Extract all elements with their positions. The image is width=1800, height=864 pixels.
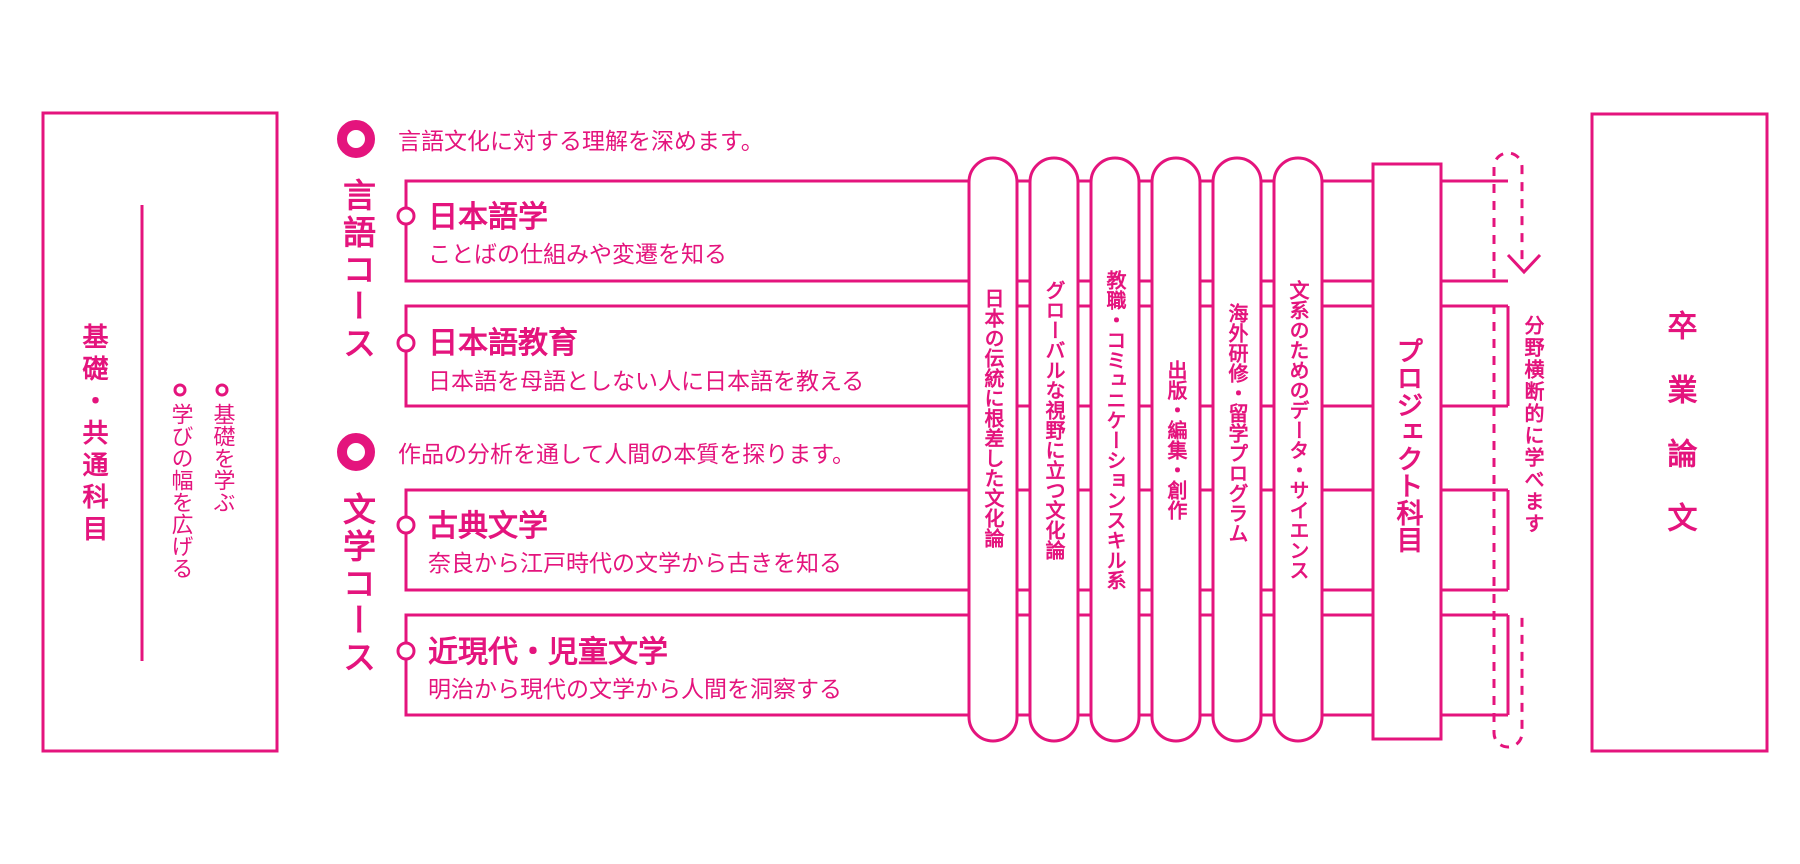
bullet-text: 学びの幅を広げる	[168, 403, 194, 579]
cross-subject-label: 日本の伝統に根差した文化論	[981, 288, 1005, 549]
graduation-label: 卒業論文	[1662, 310, 1698, 566]
subject-box	[404, 613, 975, 717]
subject-box	[404, 488, 975, 592]
basic-subjects-title: 基礎・共通科目	[78, 323, 108, 547]
cross-subject-label: 海外研修・留学プログラム	[1225, 302, 1249, 543]
cross-subject-label: 教職・コミュニケーションスキル系	[1103, 269, 1127, 590]
course-name: 言語コース	[338, 178, 377, 363]
course-marker	[337, 120, 375, 158]
cross-subject-pill	[1028, 156, 1080, 743]
basic-subjects-box	[41, 111, 279, 753]
cross-subject-pill	[1089, 156, 1141, 743]
subject-title: 日本語学	[428, 200, 548, 235]
cross-subject-pill	[967, 156, 1019, 743]
subject-title: 日本語教育	[428, 326, 578, 361]
cross-field-note: 分野横断的に学べます	[1521, 315, 1545, 535]
course-description: 作品の分析を通して人間の本質を探ります。	[398, 442, 855, 468]
cross-subject-pill	[1211, 156, 1263, 743]
subject-box	[404, 179, 975, 283]
bullet-marker	[173, 383, 187, 397]
cross-subject-label: グローバルな視野に立つ文化論	[1042, 280, 1066, 561]
cross-subject-label: 出版・編集・創作	[1164, 360, 1188, 520]
subject-title: 古典文学	[428, 509, 548, 544]
cross-subject-label: 文系のためのデータ・サイエンス	[1286, 279, 1310, 580]
arrow-head	[1506, 253, 1542, 275]
subject-subtitle: 明治から現代の文学から人間を洞察する	[428, 677, 842, 703]
project-box	[1371, 162, 1443, 741]
bullet-text: 基礎を学ぶ	[210, 403, 236, 513]
subject-title: 近現代・児童文学	[428, 635, 668, 670]
cross-field-arrow	[1492, 151, 1524, 278]
cross-subject-pill	[1150, 156, 1202, 743]
subject-subtitle: 奈良から江戸時代の文学から古きを知る	[428, 551, 842, 577]
cross-subject-pill	[1272, 156, 1324, 743]
subject-marker	[396, 515, 416, 535]
project-label: プロジェクト科目	[1392, 337, 1424, 553]
subject-box	[404, 304, 975, 408]
course-name: 文学コース	[338, 492, 377, 677]
subject-subtitle: ことばの仕組みや変遷を知る	[428, 242, 727, 268]
graduation-box	[1590, 112, 1769, 753]
subject-subtitle: 日本語を母語としない人に日本語を教える	[428, 369, 864, 395]
course-description: 言語文化に対する理解を深めます。	[398, 129, 764, 155]
course-marker	[337, 433, 375, 471]
subject-marker	[396, 641, 416, 661]
subject-marker	[396, 206, 416, 226]
bullet-marker	[215, 383, 229, 397]
subject-marker	[396, 333, 416, 353]
